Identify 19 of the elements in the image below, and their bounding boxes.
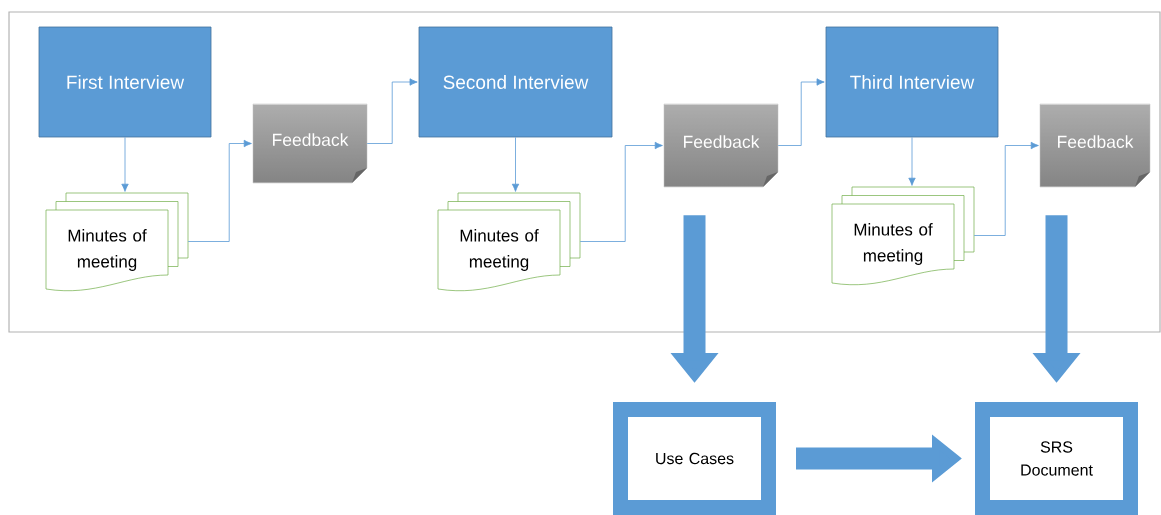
feedback-note: Feedback xyxy=(1039,103,1151,188)
arrow xyxy=(121,137,129,192)
document-stack: Minutes of meeting xyxy=(45,192,189,292)
arrow xyxy=(777,78,825,146)
process-box: Second Interview xyxy=(418,26,613,138)
feedback-note: Feedback xyxy=(252,103,368,184)
arrow xyxy=(187,139,252,242)
output-box: Use Cases xyxy=(613,402,776,515)
arrow xyxy=(973,141,1039,236)
arrow xyxy=(579,141,663,242)
output-box: SRS Document xyxy=(975,402,1138,515)
process-box: First Interview xyxy=(38,26,212,138)
process-box: Third Interview xyxy=(825,26,999,138)
document-stack: Minutes of meeting xyxy=(831,186,975,286)
feedback-note: Feedback xyxy=(663,103,779,188)
arrow xyxy=(908,137,916,186)
arrow xyxy=(366,78,418,144)
document-stack: Minutes of meeting xyxy=(437,192,581,292)
arrow xyxy=(511,137,520,192)
